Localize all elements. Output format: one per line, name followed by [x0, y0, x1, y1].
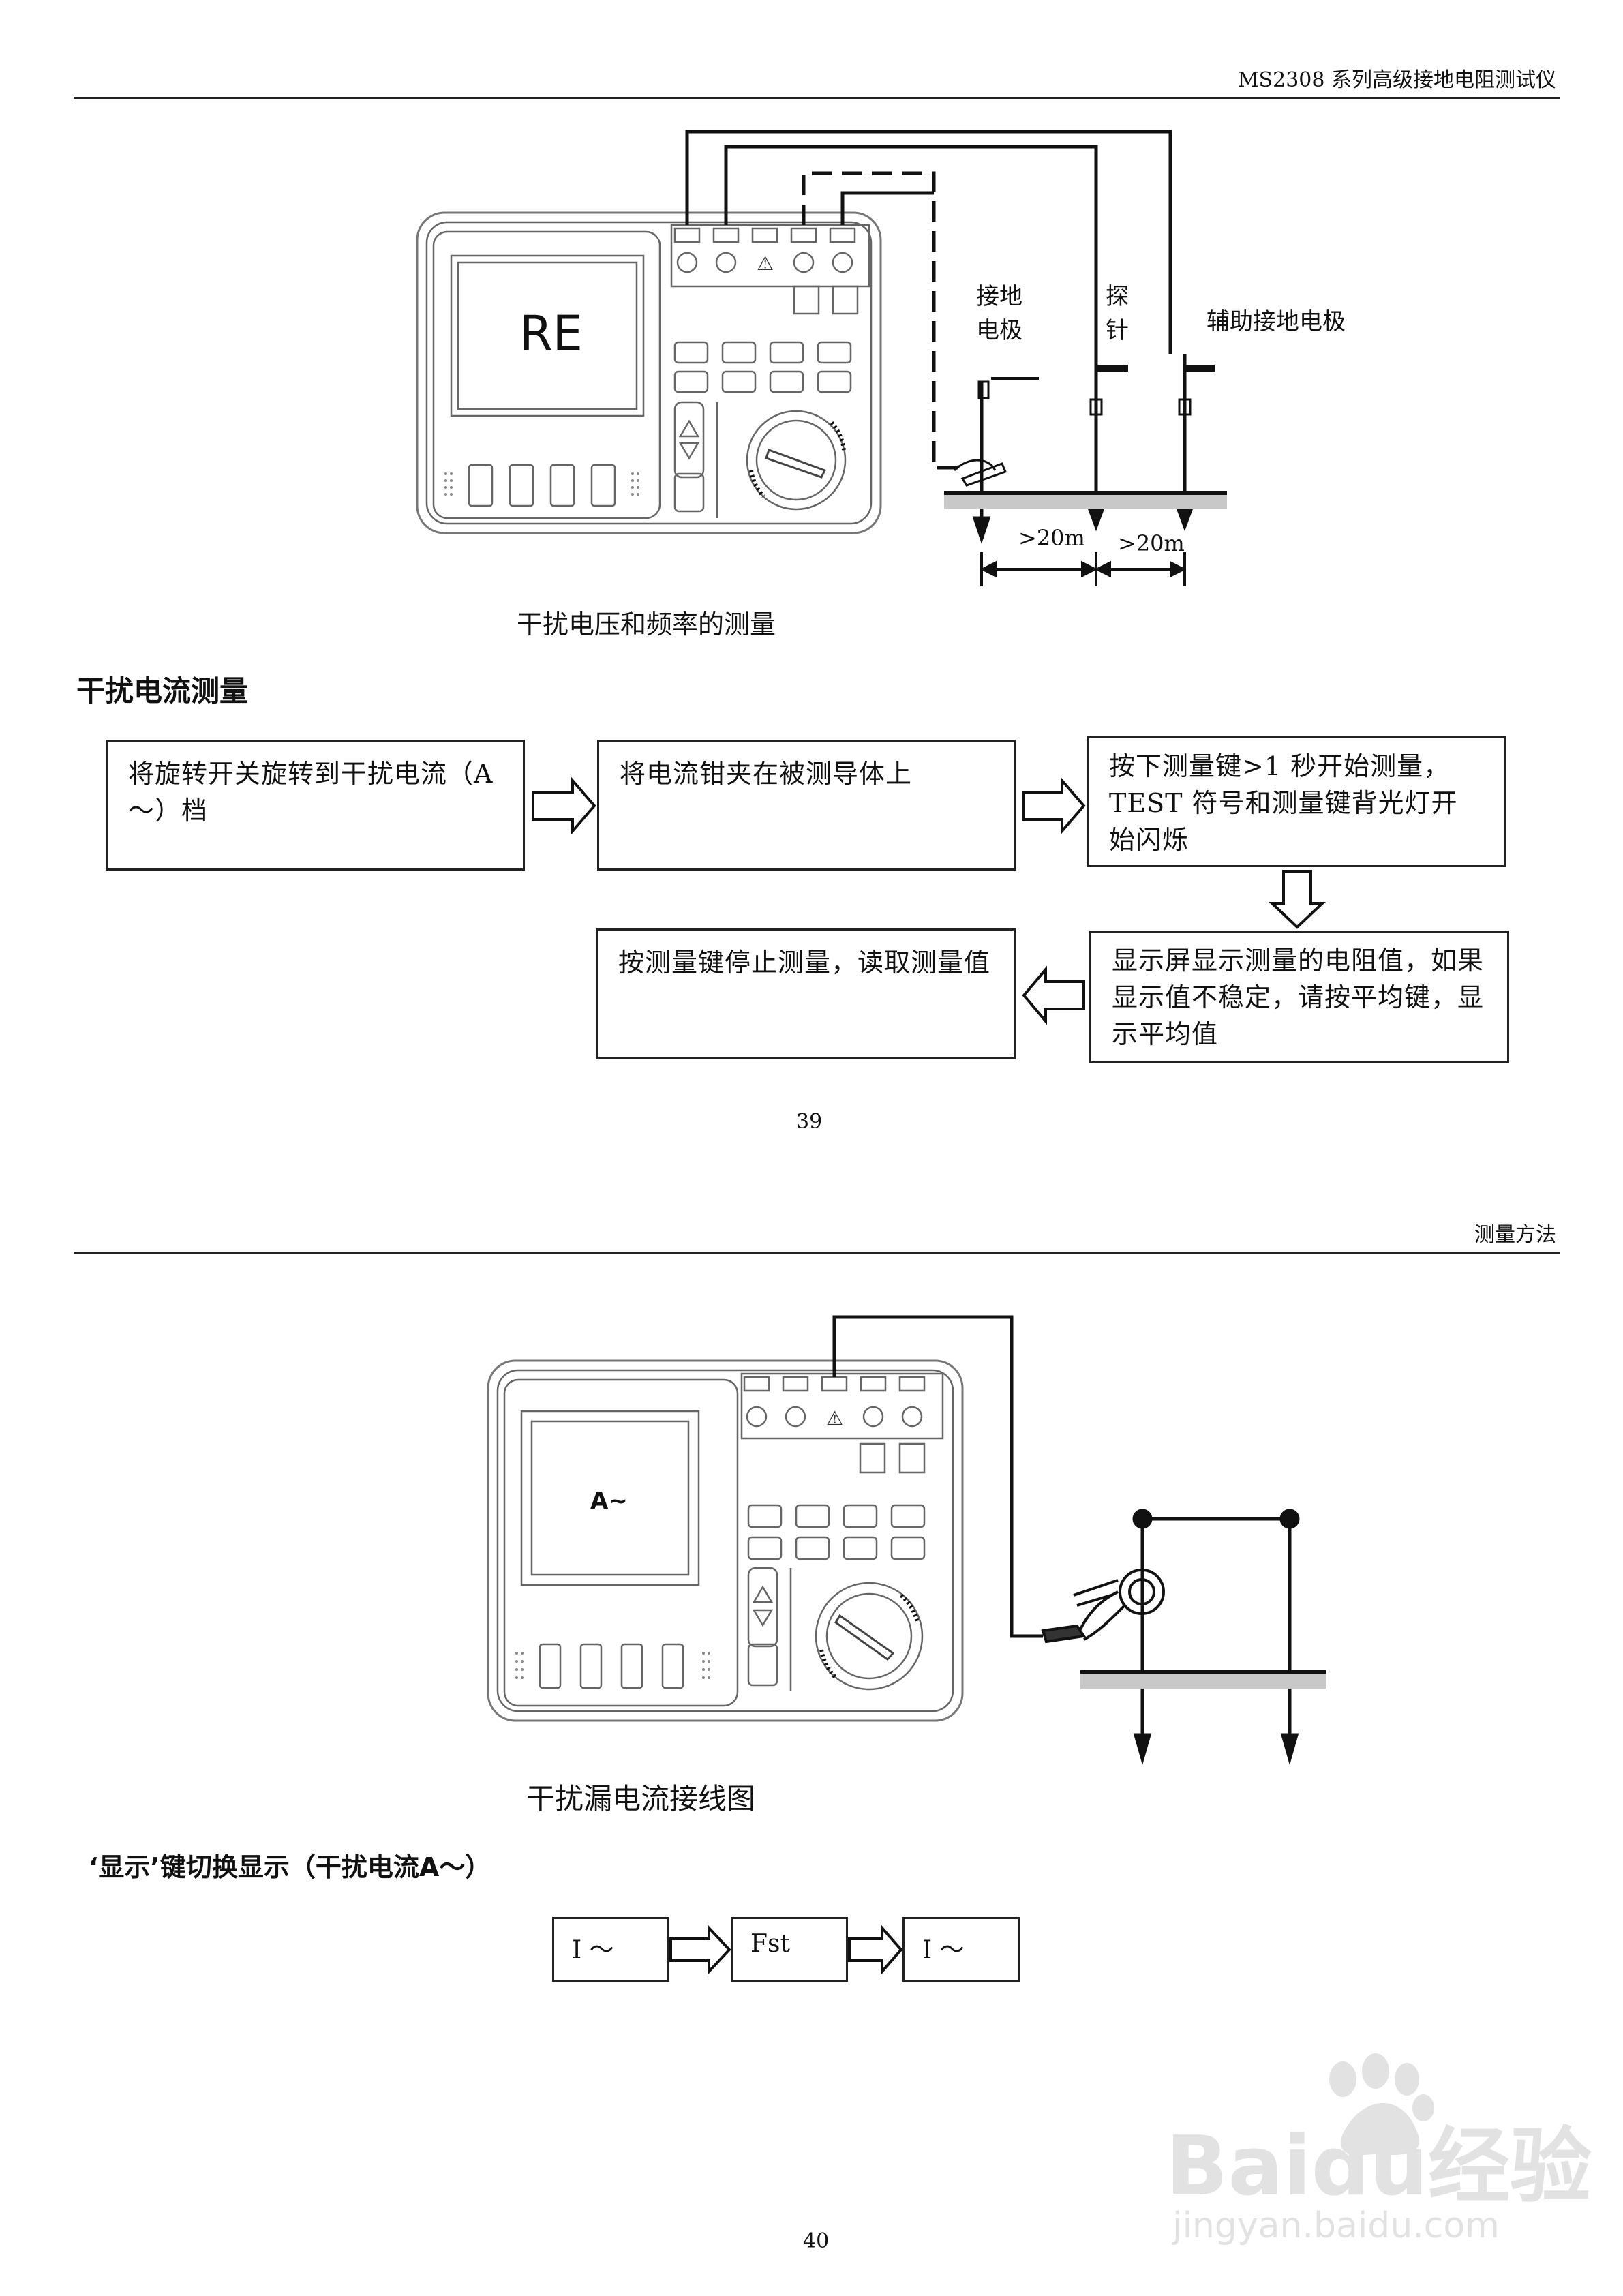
cycle-arrow-2 [848, 1924, 903, 1976]
distance-arrows-1 [980, 552, 1187, 586]
display-state-2-text: Fst [750, 1930, 790, 1958]
page1-header: MS2308 系列高级接地电阻测试仪 [1237, 68, 1556, 92]
flow-step-2-text: 将电流钳夹在被测导体上 [620, 759, 913, 789]
watermark-url: jingyan.baidu.com [1172, 2205, 1500, 2246]
svg-text:⚠: ⚠ [757, 252, 774, 275]
label-probe-line1: 探 [1106, 283, 1129, 310]
label-distance-1: >20m [1018, 525, 1085, 551]
svg-text:⚠: ⚠ [826, 1407, 843, 1430]
flow-step-5: 按测量键停止测量，读取测量值 [596, 928, 1016, 1059]
flow-step-3-text: 按下测量键>1 秒开始测量，TEST 符号和测量键背光灯开始闪烁 [1109, 751, 1458, 855]
page-number-40: 40 [803, 2229, 830, 2253]
test-leads-1 [685, 130, 1172, 470]
caption-leakage-wiring: 干扰漏电流接线图 [526, 1782, 756, 1815]
display-state-1: I ～ [552, 1917, 669, 1982]
device-screen-text-re: RE [519, 305, 583, 361]
tester-device-1: ⚠ [416, 211, 882, 534]
label-ground-electrode-line1: 接地 [976, 283, 1022, 310]
page2-header-rule [74, 1252, 1560, 1254]
baidu-watermark: Baidu经验 jingyan.baidu.com [1159, 2052, 1592, 2256]
flow-step-1-text: 将旋转开关旋转到干扰电流（A～）档 [128, 759, 494, 826]
flow-arrow-right-1 [532, 776, 596, 835]
flow-step-3: 按下测量键>1 秒开始测量，TEST 符号和测量键背光灯开始闪烁 [1087, 736, 1506, 867]
label-ground-electrode: 接地 电极 [976, 280, 1022, 348]
cycle-arrow-1 [669, 1924, 731, 1976]
grounding-conductor [1132, 1509, 1300, 1766]
flow-arrow-down [1268, 870, 1326, 929]
page-number-39: 39 [796, 1110, 823, 1134]
caption-voltage-frequency: 干扰电压和频率的测量 [517, 609, 776, 639]
ground-surface-2 [1080, 1670, 1326, 1689]
ground-surface-1 [944, 491, 1227, 509]
ground-electrodes-1 [953, 354, 1215, 544]
label-distance-2: >20m [1118, 530, 1185, 556]
label-ground-electrode-line2: 电极 [976, 317, 1022, 344]
paw-icon [1329, 2053, 1434, 2156]
section-title-interference-current: 干扰电流测量 [76, 674, 249, 708]
watermark-brand: Baidu经验 [1166, 2119, 1592, 2214]
display-state-3: I ～ [902, 1917, 1020, 1982]
flow-step-4-text: 显示屏显示测量的电阻值，如果显示值不稳定，请按平均键，显示平均值 [1112, 946, 1485, 1049]
page2-header: 测量方法 [1474, 1223, 1556, 1247]
flow-step-1: 将旋转开关旋转到干扰电流（A～）档 [106, 740, 525, 871]
clamp-lead [832, 1315, 1043, 1638]
flow-step-4: 显示屏显示测量的电阻值，如果显示值不稳定，请按平均键，显示平均值 [1089, 931, 1509, 1063]
display-state-2: Fst [731, 1917, 848, 1982]
flow-step-5-text: 按测量键停止测量，读取测量值 [618, 948, 991, 978]
flow-arrow-right-2 [1022, 776, 1086, 835]
flow-step-2: 将电流钳夹在被测导体上 [597, 740, 1016, 871]
display-state-3-text: I ～ [922, 1936, 965, 1964]
label-probe-line2: 针 [1106, 317, 1129, 344]
label-aux-electrode: 辅助接地电极 [1207, 308, 1346, 335]
flow-arrow-left [1022, 965, 1085, 1025]
device-screen-text-a: A~ [590, 1487, 628, 1515]
label-probe: 探 针 [1106, 280, 1129, 348]
section-title-display-key: ‘显示’键切换显示（干扰电流A～） [89, 1852, 491, 1882]
page1-header-rule [74, 97, 1560, 99]
display-state-1-text: I ～ [572, 1936, 614, 1964]
